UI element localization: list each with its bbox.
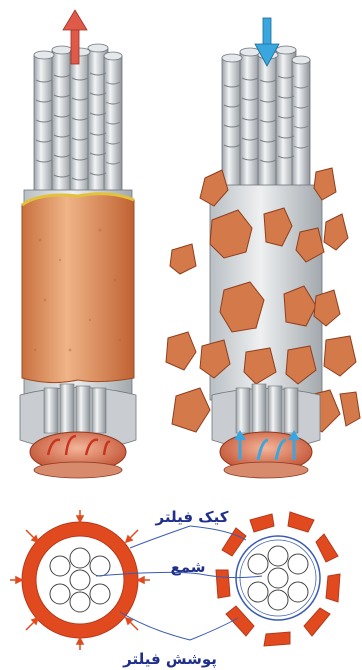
filter-cake-label: کیک فیلتر <box>155 508 229 526</box>
right-candle-bottom <box>212 384 320 478</box>
right-cross-section <box>216 512 340 646</box>
right-filter-candle <box>166 18 360 478</box>
candle-label: شمع <box>170 558 205 576</box>
left-cross-section <box>10 510 150 650</box>
left-filter-candle <box>20 10 136 478</box>
left-candle-tubes <box>34 44 122 215</box>
right-candle-tubes <box>222 46 310 208</box>
filter-cover-label: پوشش فیلتر <box>122 650 217 669</box>
left-candle-bottom <box>20 384 136 478</box>
left-filter-cake <box>22 194 134 383</box>
